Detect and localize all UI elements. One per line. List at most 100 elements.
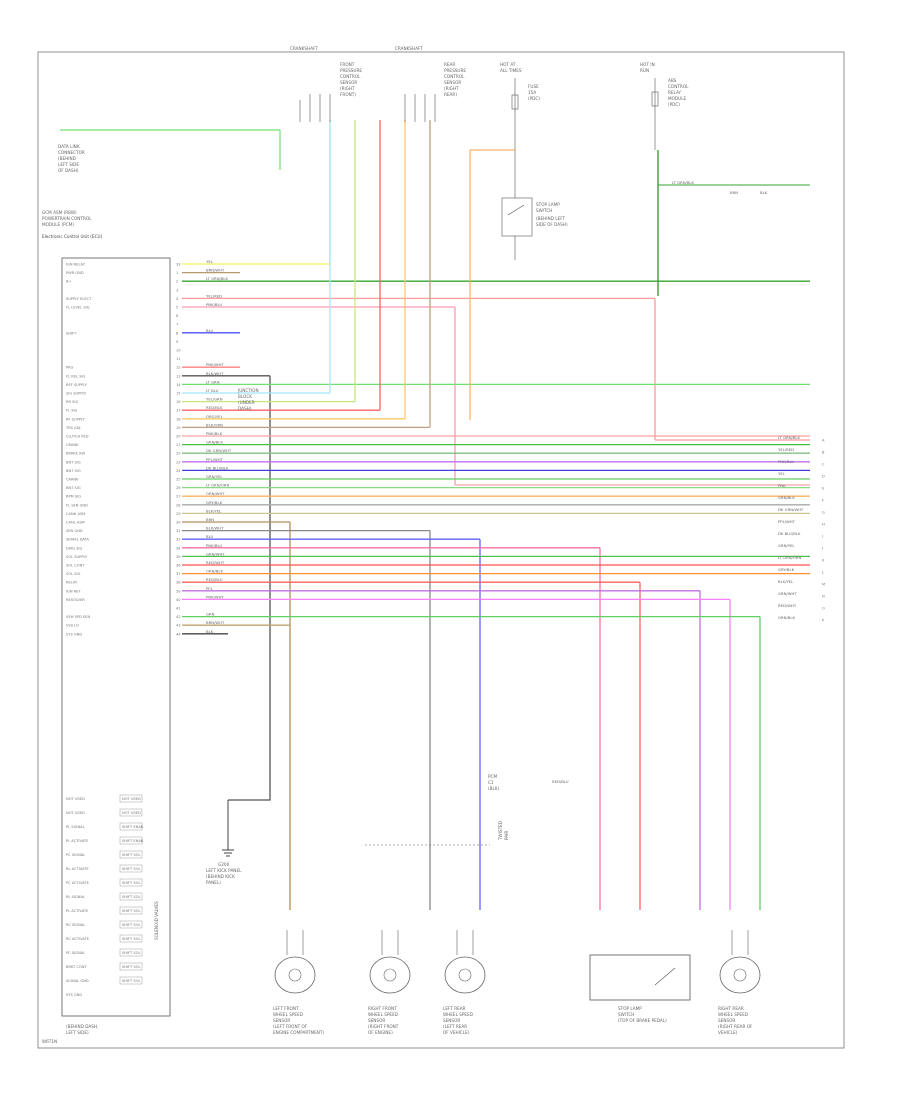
wire-color-label: PNK/BLK [206,431,223,436]
right-edge-wire-label: GRY/BLK L [778,567,824,575]
solenoid-symbol [119,836,143,845]
solenoid-symbol [119,920,143,929]
switch-note-2: SIDE OF DASH) [536,222,568,227]
wire-color-label: ORN/WHT [206,491,225,496]
ecu-pin-number: 6 [176,314,179,318]
ecu-inner-label: SHIFT SOL [122,867,141,871]
ecu-inner-label: SHIFT SOL [122,909,141,913]
right-wire-color: YEL [778,471,786,476]
right-wire-color: ORN/BLK [778,615,795,620]
wire-color-label: RED/BLU [206,577,223,582]
wire-color-label: BLK/WHT [206,371,224,376]
ecu-pin-label: CRANK [66,443,79,447]
wire-color-label: GRN/YEL [206,474,223,479]
wire: PNK/BLK [182,431,810,437]
component-label: RIGHT FRONT [368,1006,397,1011]
right-wire-color: GRY/BLK [778,567,795,572]
right-wire-color: PPL/WHT [778,519,796,524]
ground-wire [228,375,271,801]
ecu-pin-number: 9 [176,340,179,344]
wire-color-label: PNK/BLU [206,543,222,548]
ecu-inner-label: SHIFT SOL [122,923,141,927]
solenoid-symbol [119,948,143,957]
wire-color-label: DK BLU/BLK [206,465,229,470]
sensor-body [274,956,316,994]
fps-label-5: (RIGHT [340,86,355,91]
ecu-pin-number: 22 [176,452,181,456]
right-wire-ref: N [822,595,825,599]
wire: RED/BLU [182,577,641,910]
right-wire-ref: M [822,583,825,587]
ecu-bottom-pin-label: RC SIGNAL [66,923,85,927]
wire-color-label: PPL [206,586,214,591]
wire: BRN/WHT [182,268,240,274]
wire: GRY/BLK [182,500,810,506]
ecu-pin-label: IGN REF [66,589,81,593]
ecu-pin-label: RELAY [66,581,78,585]
top-ref-1: CRANKSHAFT [290,46,318,51]
ecu-pin-number: 26 [176,486,181,490]
ecu-pin-number: 14 [176,383,181,387]
rps-label-5: (RIGHT [444,86,459,91]
fps-label-3: CONTROL [340,74,361,79]
ecu-inner-label: SHIFT ENAB [122,825,144,829]
fuse-b-2: CONTROL [668,84,689,89]
component-label: RIGHT REAR [718,1006,744,1011]
wire: PPL/WHT [182,457,810,463]
ecu-pin-label: B+ [66,280,71,284]
stop-lamp-switch-body [589,954,691,1001]
fuse-b-1: ABS [668,78,677,83]
right-wire-color: BLK/YEL [778,579,794,584]
right-wire-color: GRN/WHT [778,591,797,596]
right-wire-ref: J [821,547,823,551]
right-wire-ref: C [822,463,825,467]
wire: RED/WHT [182,560,810,566]
ecu-pin-row: 11 [176,357,181,361]
right-wire-color: DK BLU/BLK [778,531,801,536]
dlc-note-4: LEFT SIDE [58,162,79,167]
right-wire-ref: A [822,439,825,443]
wire: DK GRN/WHT [182,448,810,454]
right-wire-ref: K [822,559,825,563]
wire: BLK [182,629,228,635]
ecu-pin-number: 35 [176,555,181,559]
splice-1: TWISTED [498,821,503,841]
ecu-bottom-pin-label: PC ACTIVATE [66,881,90,885]
wire-color-label: LT BLU [206,388,219,393]
wire-color-label: BLU [206,328,214,333]
top-ref-2: CRANKSHAFT [395,46,423,51]
ecu-pin-number: 18 [176,417,181,421]
component-label: (RIGHT FRONT [368,1024,399,1029]
ecu-pin-label: SHIFT [66,331,77,335]
component-label: LEFT FRONT [273,1006,299,1011]
wire-color-label: YEL/GRN [206,397,223,402]
ground-label-4: PANEL) [206,880,221,885]
component-label: SENSOR [443,1018,460,1023]
fuse-a-1: FUSE [528,84,539,89]
ecu-bottom-pin-label: SIGNAL GND [66,979,89,983]
ecu-pin-number: 42 [176,615,181,619]
ecu-pin-label: SIG SUPPLY [66,392,87,396]
ecu-pin-label: CRANK [66,478,79,482]
right-wire-ref: L [822,571,824,575]
ecu-title-3: MODULE (PCM) [42,222,74,227]
ecu-pin-number: 36 [176,564,181,568]
ecu-title-2: POWERTRAIN CONTROL [42,216,92,221]
ecu-pin-number: 34 [176,546,181,550]
ecu-module-box [61,257,171,1017]
ecu-pin-number: 8 [176,331,179,335]
component-label: ENGINE COMPARTMENT) [273,1030,324,1035]
right-wire-ref: G [822,511,825,515]
wire: LT GRN/ORN [182,483,810,489]
ecu-pin-number: 15 [176,392,181,396]
